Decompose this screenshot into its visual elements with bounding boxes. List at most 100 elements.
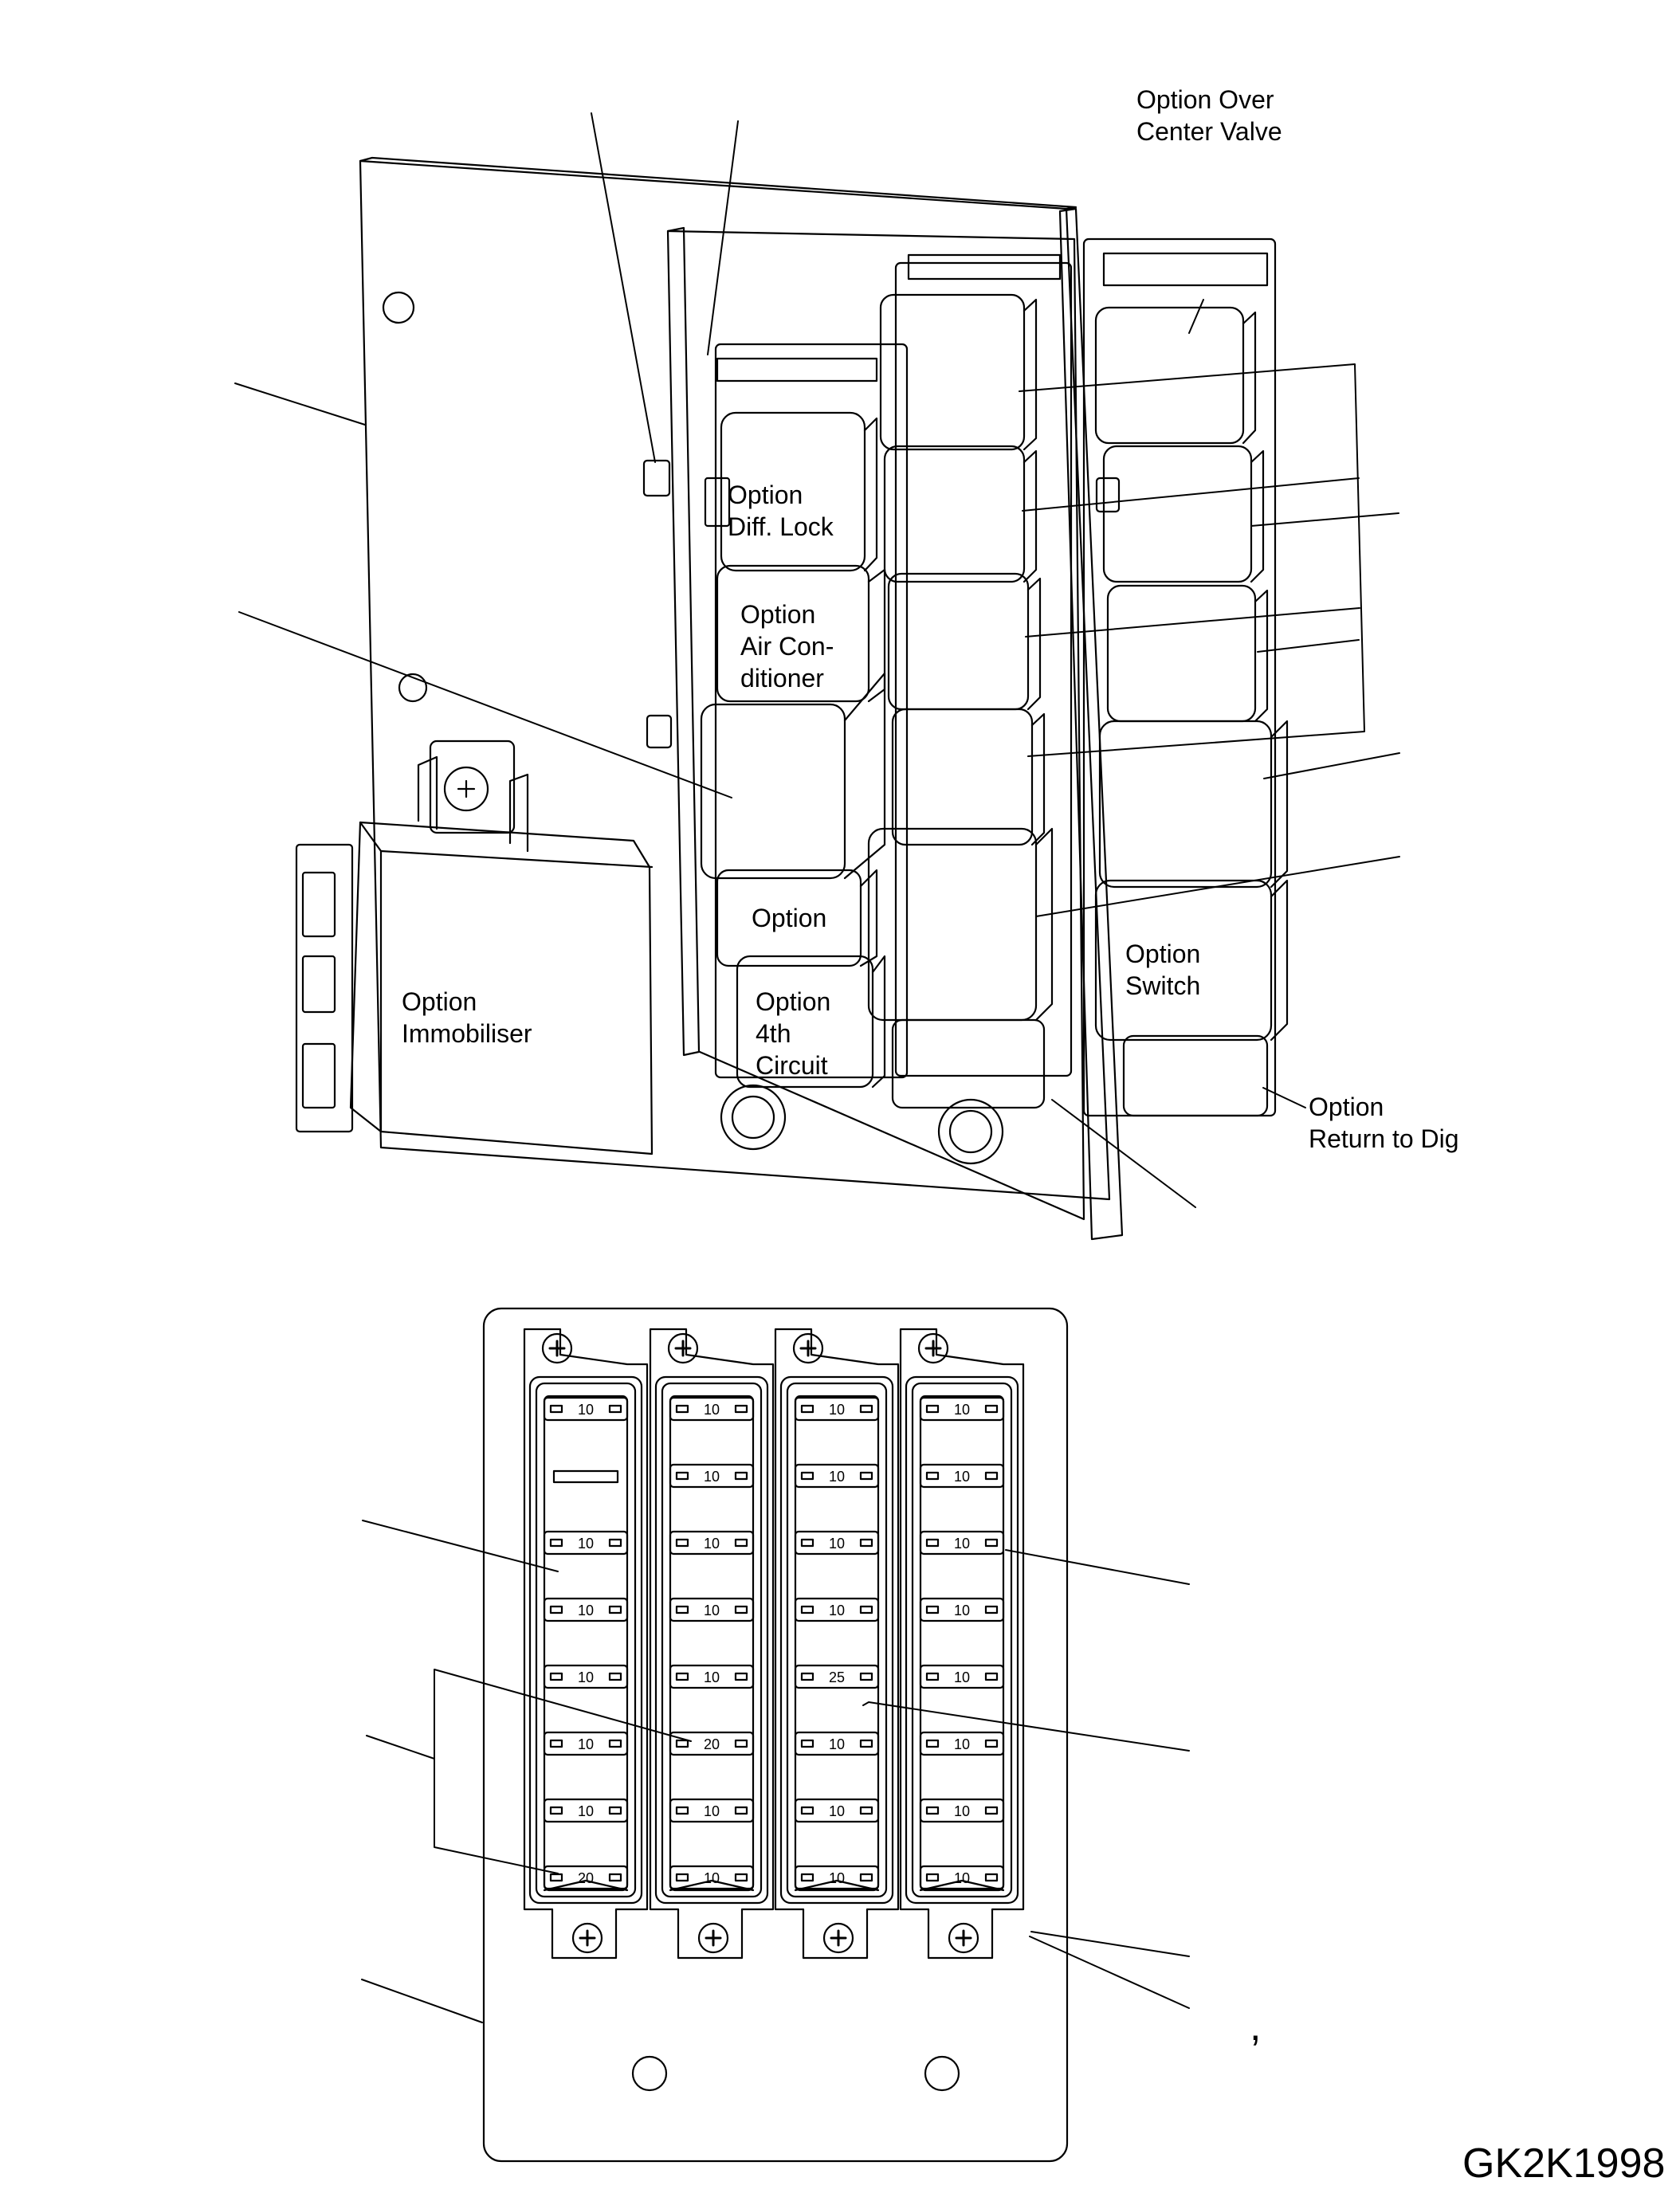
fuse-rating: 10 <box>578 1803 594 1819</box>
fuse: 10 <box>794 1865 880 1890</box>
fuse-rating: 10 <box>704 1536 720 1552</box>
relay-air-conditioner <box>716 564 870 703</box>
fuse-strip-1: 10 10 10 10 10 10 20 <box>523 1328 649 1960</box>
fuse-rating: 10 <box>954 1669 970 1685</box>
relay-mid-2 <box>883 445 1026 583</box>
immobiliser-module <box>295 740 654 1155</box>
relay-switch <box>1094 879 1273 1042</box>
bracket-nuts <box>642 459 1121 1165</box>
fuse: 10 <box>669 1664 755 1689</box>
fuse-rating: 10 <box>829 1736 845 1752</box>
fuse-strip-4: 10 10 10 10 10 10 10 10 <box>899 1328 1025 1960</box>
fuse-rating: 10 <box>954 1469 970 1485</box>
fuse: 25 <box>794 1664 880 1689</box>
plate-mount-hole-right <box>924 2055 960 2092</box>
relay-option <box>716 869 862 967</box>
relay-mid-4 <box>891 708 1034 846</box>
fuse-block: 10 10 10 10 10 10 20 10 10 10 10 10 20 10 10 10 10 10 10 25… <box>361 1307 1190 2163</box>
plate-hole-upper <box>382 291 415 324</box>
fuse-block-plate <box>482 1307 1069 2163</box>
fuse-rating: 10 <box>954 1803 970 1819</box>
label-air-conditioner: Option Air Con- ditioner <box>740 600 841 692</box>
fuse: 10 <box>669 1865 755 1890</box>
fuse: 10 <box>794 1731 880 1756</box>
fuse: 20 <box>669 1731 755 1756</box>
fuse-rating: 10 <box>954 1402 970 1418</box>
fuse: 10 <box>919 1396 1005 1422</box>
fuse: 10 <box>543 1664 629 1689</box>
fuse-rating: 10 <box>829 1536 845 1552</box>
fuse-rating: 10 <box>704 1803 720 1819</box>
fuse: 10 <box>794 1798 880 1823</box>
fuse: 10 <box>919 1664 1005 1689</box>
fuse: 10 <box>543 1597 629 1622</box>
fuse-rating: 10 <box>578 1536 594 1552</box>
label-switch: Option Switch <box>1125 940 1207 1000</box>
relay-mid-6 <box>891 1018 1046 1109</box>
relay-column-left <box>700 411 886 1089</box>
screw-top-4 <box>917 1332 949 1364</box>
fuse: 10 <box>543 1530 629 1556</box>
fuse: 10 <box>919 1463 1005 1489</box>
label-return-to-dig: Option Return to Dig <box>1309 1093 1459 1153</box>
screw-bottom-2 <box>697 1922 729 1954</box>
fuse: 10 <box>669 1463 755 1489</box>
plate-mount-hole-left <box>631 2055 668 2092</box>
fuse: 10 <box>669 1798 755 1823</box>
relay-4th-circuit <box>736 955 874 1089</box>
screw-top-1 <box>541 1332 573 1364</box>
fuse: 10 <box>669 1530 755 1556</box>
screw-bottom-1 <box>571 1922 603 1954</box>
leader-lines-upper <box>234 112 1400 1208</box>
fuse-rating: 10 <box>829 1603 845 1618</box>
relay-column-right <box>1094 306 1289 1117</box>
fuse-rating: 10 <box>578 1603 594 1618</box>
fuse: 10 <box>794 1396 880 1422</box>
leader-lines-lower <box>361 1520 1190 2023</box>
relay-right-2 <box>1102 445 1253 583</box>
relay-mid-1 <box>879 293 1026 451</box>
fuse-rating: 10 <box>704 1603 720 1618</box>
label-immobiliser: Option Immobiliser <box>402 987 532 1048</box>
fuse-rating: 10 <box>829 1469 845 1485</box>
fuse-rating: 20 <box>704 1736 720 1752</box>
fuse: 10 <box>669 1597 755 1622</box>
fuse-rating: 25 <box>829 1669 845 1685</box>
fuse: 10 <box>919 1731 1005 1756</box>
fuse-rating: 10 <box>954 1536 970 1552</box>
figure-reference: GK2K1998 <box>1462 2140 1665 2187</box>
fuse-rating: 10 <box>704 1669 720 1685</box>
fuse: 10 <box>919 1865 1005 1890</box>
fuse-rating: 10 <box>829 1803 845 1819</box>
relay-mid-5 <box>867 827 1038 1022</box>
fuse-rating: 10 <box>704 1402 720 1418</box>
fuse-rating: 10 <box>829 1402 845 1418</box>
fuse-rating: 10 <box>578 1736 594 1752</box>
fuse: 10 <box>543 1798 629 1823</box>
fuse: 10 <box>543 1396 629 1422</box>
fuse: 20 <box>543 1865 629 1890</box>
stray-mark: , <box>1250 2003 1261 2050</box>
fuse-slot-empty <box>552 1469 619 1484</box>
fuse-rating: 10 <box>704 1870 720 1886</box>
fuse: 10 <box>919 1530 1005 1556</box>
relay-large-left <box>700 703 846 880</box>
fuse: 10 <box>919 1597 1005 1622</box>
fuse-rating: 10 <box>578 1402 594 1418</box>
fuse-strip-2: 10 10 10 10 10 20 10 10 <box>649 1328 775 1960</box>
relay-right-3 <box>1106 584 1257 723</box>
mounting-plate <box>359 159 1111 1201</box>
screw-top-3 <box>792 1332 824 1364</box>
relay-over-center-valve <box>1094 306 1245 445</box>
fuse: 10 <box>543 1731 629 1756</box>
screw-top-2 <box>667 1332 699 1364</box>
relay-mid-3 <box>887 572 1030 711</box>
relay-column-middle <box>867 293 1054 1109</box>
fuse-rating: 10 <box>829 1870 845 1886</box>
relay-panel-assembly <box>234 112 1400 1241</box>
fuse: 10 <box>669 1396 755 1422</box>
label-diff-lock: Option Diff. Lock <box>728 481 834 541</box>
fuse-strip-3: 10 10 10 10 25 10 10 10 <box>774 1328 900 1960</box>
fuse: 10 <box>794 1463 880 1489</box>
